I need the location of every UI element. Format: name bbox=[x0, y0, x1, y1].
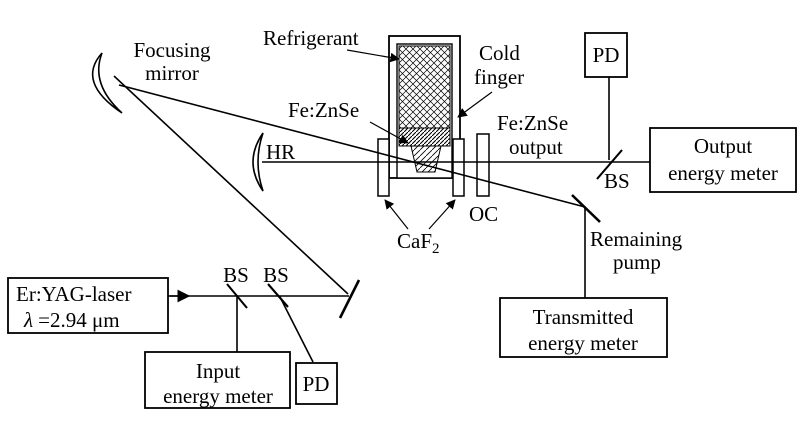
beam-to-pd-bottom bbox=[279, 296, 314, 363]
oc-label: OC bbox=[469, 202, 498, 226]
output-beam-label-line2: output bbox=[509, 135, 563, 159]
fe-znse-pointer bbox=[369, 121, 409, 144]
transmitted-meter-label-line1: Transmitted bbox=[533, 305, 634, 329]
output-meter-label-line2: energy meter bbox=[668, 161, 778, 185]
cold-plate bbox=[398, 127, 451, 147]
refrigerant-label: Refrigerant bbox=[263, 26, 359, 50]
er-yag-laser-box bbox=[7, 277, 169, 334]
caf2-pointer-right bbox=[428, 199, 456, 230]
remaining-pump-label-line1: Remaining bbox=[590, 227, 683, 251]
fe-znse-label: Fe:ZnSe bbox=[288, 98, 359, 122]
beam-turning-to-focusing bbox=[113, 75, 349, 295]
cold-finger-label-line2: finger bbox=[474, 65, 524, 89]
beam-paths bbox=[113, 75, 651, 363]
beam-splitter-1 bbox=[226, 283, 248, 309]
output-beam-label-line1: Fe:ZnSe bbox=[497, 111, 568, 135]
refrigerant-fill bbox=[398, 45, 451, 129]
er-yag-laser-label-line2: λ=2.94 μm bbox=[23, 308, 120, 332]
caf2-window-right bbox=[452, 138, 465, 197]
focusing-mirror-label-line1: Focusing bbox=[133, 38, 211, 62]
output-meter-label-line1: Output bbox=[694, 134, 753, 158]
turning-mirror bbox=[338, 279, 361, 319]
beam-splitter-2 bbox=[267, 283, 289, 308]
fe-znse-crystal bbox=[410, 145, 442, 173]
cold-finger-pointer bbox=[457, 91, 493, 118]
output-coupler bbox=[476, 133, 490, 197]
caf2-label: CaF2 bbox=[397, 229, 440, 257]
hr-mirror bbox=[252, 132, 264, 192]
input-meter-label-line2: energy meter bbox=[163, 384, 273, 408]
cryostat bbox=[388, 35, 461, 179]
focusing-mirror bbox=[91, 52, 123, 114]
remaining-pump-label-line2: pump bbox=[613, 250, 661, 274]
beam-splitter-output bbox=[596, 149, 623, 180]
er-yag-laser-label-line1: Er:YAG-laser bbox=[16, 282, 131, 306]
pd-top-label: PD bbox=[593, 43, 620, 67]
pd-bottom-box bbox=[295, 362, 338, 405]
output-energy-meter-box bbox=[649, 127, 797, 193]
transmitted-energy-meter-box bbox=[499, 297, 668, 358]
annotation-pointers bbox=[346, 49, 493, 230]
transmitted-meter-label-line2: energy meter bbox=[528, 331, 638, 355]
cold-finger-label-line1: Cold bbox=[479, 41, 520, 65]
input-meter-label-line1: Input bbox=[196, 359, 240, 383]
caf2-window-left bbox=[377, 138, 390, 197]
input-energy-meter-box bbox=[144, 351, 291, 409]
focusing-mirror-label-line2: mirror bbox=[145, 61, 199, 85]
pd-bottom-label: PD bbox=[303, 372, 330, 396]
pd-top-box bbox=[584, 32, 628, 78]
bs2-label: BS bbox=[263, 263, 289, 287]
bs1-label: BS bbox=[223, 263, 249, 287]
caf2-pointer-left bbox=[384, 199, 409, 230]
focused-pump-beam bbox=[118, 84, 586, 208]
hr-label: HR bbox=[266, 140, 295, 164]
refrigerant-pointer bbox=[346, 49, 400, 63]
remaining-pump-mirror bbox=[571, 194, 601, 223]
bs-output-label: BS bbox=[604, 169, 630, 193]
